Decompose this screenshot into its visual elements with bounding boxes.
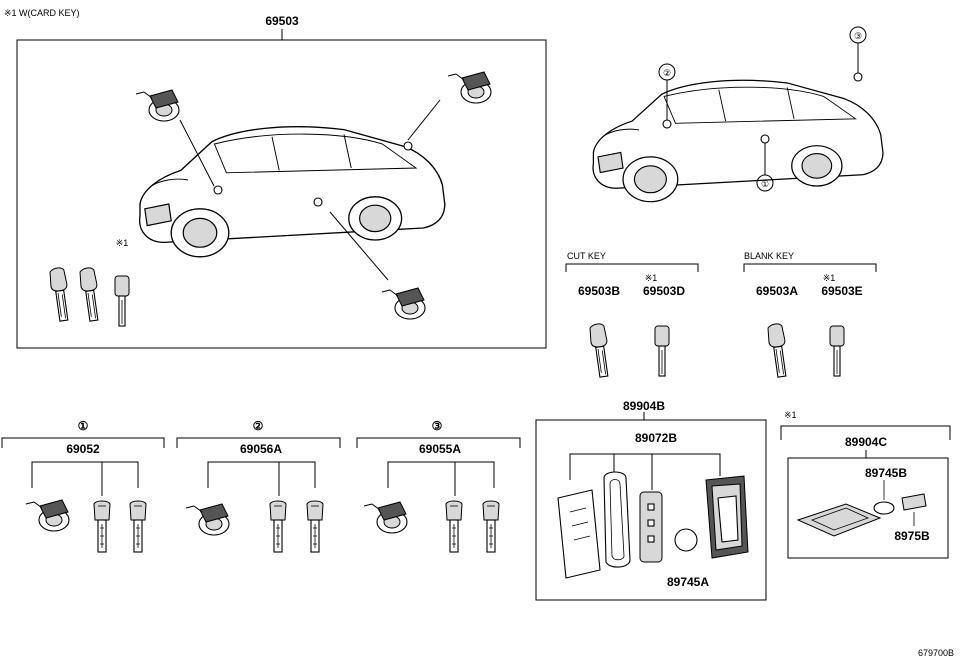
drawing-number: 679700B — [918, 648, 954, 658]
group2-circled: ② — [253, 419, 264, 433]
lock-cylinder-door-drawing — [381, 287, 426, 320]
part-label-69503d: 69503D — [643, 284, 685, 298]
part-label-69503b: 69503B — [578, 284, 620, 298]
main-kit-label: 69503 — [265, 14, 299, 28]
battery-89745b-label: 89745B — [865, 466, 907, 480]
group3-cylinder — [363, 501, 408, 534]
group1-label: 69052 — [66, 442, 100, 456]
group1-key-1 — [93, 500, 111, 553]
callout-1: ① — [761, 179, 769, 189]
group3-label: 69055A — [419, 442, 461, 456]
group1-key-2 — [129, 500, 147, 553]
battery-89745a-label: 89745A — [667, 575, 709, 589]
group1-cylinder — [25, 499, 70, 532]
sub-kit-89072b-label: 89072B — [635, 431, 677, 445]
group1-circled: ① — [78, 419, 89, 433]
card-plate-8975b — [901, 493, 927, 511]
header-note: ※1 W(CARD KEY) — [4, 8, 80, 18]
blank-key-69503a — [766, 322, 791, 379]
blank-key-69503e — [829, 325, 845, 377]
battery-89745a — [674, 528, 698, 552]
lock-cylinder-hood-drawing — [135, 89, 180, 122]
callout-2: ② — [663, 68, 671, 78]
car-illustration-main — [138, 126, 446, 258]
main-key-note: ※1 — [116, 238, 129, 248]
group3-key-1 — [445, 500, 463, 553]
lock-cylinder-trunk-drawing — [447, 71, 492, 104]
kit-89904c-label: 89904C — [845, 435, 887, 449]
card-8975b-label: 8975B — [894, 529, 930, 543]
main-key-2 — [78, 266, 103, 323]
group2-label: 69056A — [240, 442, 282, 456]
note-69503d: ※1 — [645, 273, 658, 283]
blank-key-title: BLANK KEY — [744, 251, 794, 261]
callout-3: ③ — [854, 31, 862, 41]
part-label-69503a: 69503A — [756, 284, 798, 298]
key-case-shell — [557, 489, 601, 579]
kit-89904b-label: 89904B — [623, 399, 665, 413]
cut-key-title: CUT KEY — [567, 251, 606, 261]
cut-key-69503b — [588, 322, 613, 379]
group3-key-2 — [482, 500, 500, 553]
car-illustration-callouts — [592, 79, 884, 203]
part-label-69503e: 69503E — [821, 284, 862, 298]
battery-89745b — [873, 501, 895, 515]
kit-89904c-box — [787, 457, 949, 559]
main-key-card — [114, 275, 130, 327]
main-key-1 — [48, 266, 73, 323]
group2-key-1 — [269, 500, 287, 553]
group2-cylinder — [185, 503, 230, 536]
card-key-body — [796, 503, 882, 537]
key-frame — [603, 471, 631, 568]
group3-circled: ③ — [432, 419, 443, 433]
key-board — [639, 491, 663, 563]
note-69503e: ※1 — [823, 273, 836, 283]
kit-89904c-note: ※1 — [784, 410, 797, 420]
kit-89904b-box — [535, 419, 767, 601]
group2-key-2 — [306, 500, 324, 553]
cut-key-69503d — [654, 325, 670, 377]
